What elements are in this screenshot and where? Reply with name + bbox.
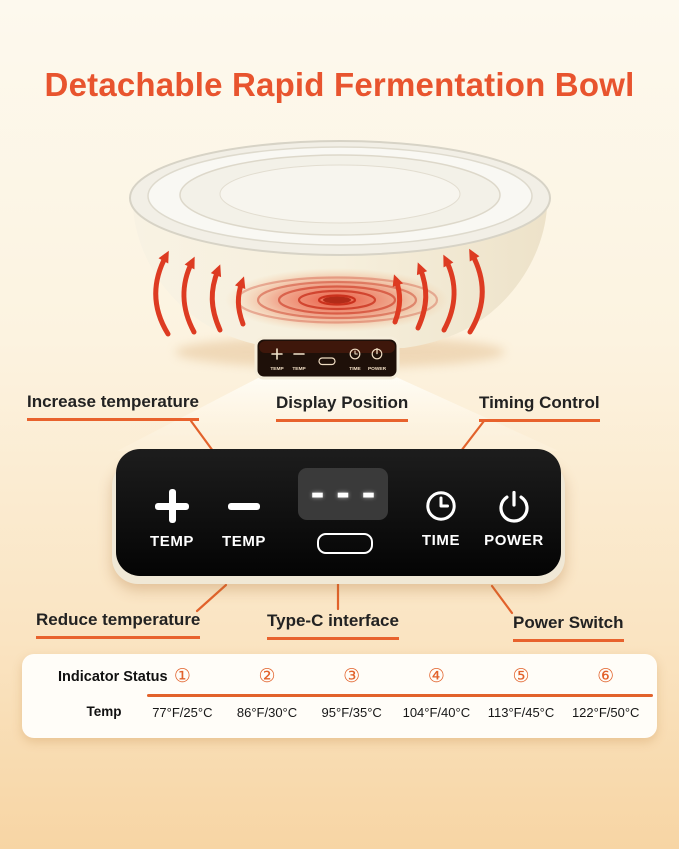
table-divider-line	[147, 694, 653, 697]
zoom-trapezoid	[117, 377, 559, 451]
temp-value-2: 86°F/30°C	[236, 705, 298, 720]
heat-arrows	[153, 248, 485, 337]
type-c-port	[317, 533, 373, 554]
callout-power-switch: Power Switch	[513, 613, 624, 643]
display-value: ---	[307, 474, 384, 514]
temp-value-4: 104°F/40°C	[402, 705, 471, 720]
indicator-4: ④	[427, 666, 445, 687]
callout-timing-control: Timing Control	[479, 393, 600, 423]
mini-power-icon	[371, 347, 383, 360]
power-button: POWER	[472, 489, 556, 549]
mini-time-label: TIME	[349, 366, 361, 372]
time-button: TIME	[404, 489, 478, 549]
mini-power-label: POWER	[368, 366, 387, 372]
indicator-6: ⑥	[597, 666, 615, 687]
mini-temp-up-label: TEMP	[270, 366, 284, 372]
page-title: Detachable Rapid Fermentation Bowl	[44, 66, 635, 104]
bowl-lid	[129, 140, 551, 256]
mini-type-c-port	[318, 357, 336, 366]
indicator-3: ③	[343, 666, 361, 687]
power-label: POWER	[484, 532, 544, 549]
callout-increase-temperature: Increase temperature	[27, 392, 199, 422]
temp-decrease-button: TEMP	[208, 489, 280, 550]
temp-up-label: TEMP	[149, 533, 195, 550]
temp-value-6: 122°F/50°C	[571, 705, 640, 720]
temp-row-label: Temp	[86, 704, 122, 719]
time-label: TIME	[421, 532, 461, 549]
indicator-status-label: Indicator Status	[58, 669, 168, 685]
mini-control-panel: TEMP TEMP TIME POWER	[254, 336, 400, 380]
indicator-1: ①	[173, 666, 191, 687]
temp-value-5: 113°F/45°C	[487, 705, 555, 720]
mini-temp-down-label: TEMP	[292, 366, 306, 372]
temp-down-label: TEMP	[221, 533, 267, 550]
indicator-2: ②	[258, 666, 276, 687]
clock-icon	[426, 491, 456, 521]
temp-value-3: 95°F/35°C	[321, 705, 382, 720]
power-icon	[499, 490, 529, 523]
temp-increase-button: TEMP	[136, 489, 208, 550]
minus-icon	[228, 503, 260, 510]
control-panel: TEMP TEMP --- TIME POWER	[116, 449, 561, 576]
led-display: ---	[298, 468, 388, 520]
indicator-5: ⑤	[512, 666, 530, 687]
heat-rings	[225, 268, 449, 332]
plus-icon	[155, 489, 189, 523]
mini-plus-icon	[271, 348, 283, 360]
callout-display-position: Display Position	[276, 393, 409, 423]
temp-value-1: 77°F/25°C	[152, 705, 213, 720]
mini-clock-icon	[349, 348, 361, 360]
callout-type-c-interface: Type-C interface	[267, 611, 399, 641]
indicator-status-table: Indicator Status ① ② ③ ④ ⑤ ⑥ Temp 77°F/2…	[22, 654, 657, 738]
temp-row: 77°F/25°C 86°F/30°C 95°F/35°C 104°F/40°C…	[140, 705, 648, 720]
callout-reduce-temperature: Reduce temperature	[36, 610, 201, 640]
indicator-row: ① ② ③ ④ ⑤ ⑥	[140, 665, 648, 688]
